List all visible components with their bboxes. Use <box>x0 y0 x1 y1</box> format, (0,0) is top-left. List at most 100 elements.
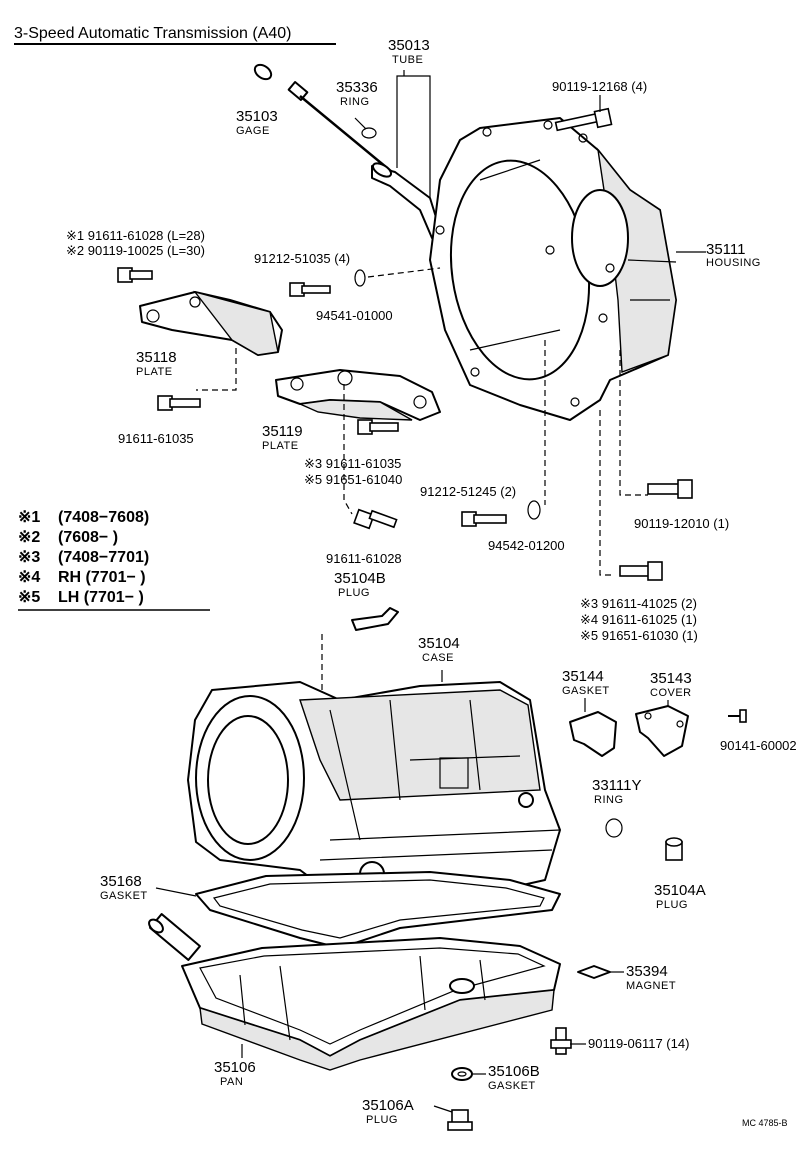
label-number-ring-35336: 35336 <box>336 79 378 96</box>
label-bolt-multi-b-line3: ※5 91651-61030 (1) <box>580 628 698 643</box>
label-name-case: CASE <box>422 652 454 664</box>
plate-35118-dash <box>196 348 237 391</box>
tube-leader <box>396 70 431 198</box>
legend-mark-5: ※5 <box>18 589 40 606</box>
cover-35143 <box>635 705 689 757</box>
label-number-ring-33111Y: 33111Y <box>592 777 642 794</box>
housing-dash-line-3 <box>599 410 612 576</box>
legend-text-4: RH (7701− ) <box>58 569 146 586</box>
bolt-91611-61028-lower <box>353 508 398 530</box>
label-number-magnet: 35394 <box>626 963 668 980</box>
ring-leader <box>354 117 367 130</box>
label-number-gasket-35168: 35168 <box>100 873 142 890</box>
plate-35119 <box>275 369 441 421</box>
label-number-cover-35143: 35143 <box>650 670 692 687</box>
plate-35119-dash <box>343 384 353 515</box>
legend-mark-4: ※4 <box>18 569 40 586</box>
label-name-tube: TUBE <box>392 54 423 66</box>
label-name-gage: GAGE <box>236 125 270 137</box>
plug-35106A <box>447 1109 473 1131</box>
gasket-35168 <box>195 871 561 949</box>
label-bolt-multi-b-line1: ※3 91611-41025 (2) <box>580 596 697 611</box>
label-bolt-multi-b-line2: ※4 91611-61025 (1) <box>580 612 697 627</box>
oil-pan <box>181 937 561 1071</box>
label-number-bolt-06117: 90119-06117 (14) <box>588 1036 689 1051</box>
label-name-gasket-35168: GASKET <box>100 890 148 902</box>
label-number-gage: 35103 <box>236 108 278 125</box>
label-number-bolt-61035: 91611-61035 <box>118 431 194 446</box>
magnet-35394 <box>577 965 611 979</box>
dipstick-gage <box>253 63 393 173</box>
label-number-housing: 35111 <box>706 241 746 258</box>
housing-dash-line-4 <box>619 350 648 496</box>
label-number-bolt-61028-b: 91611-61028 <box>326 551 402 566</box>
label-number-bolt-51035: 91212-51035 (4) <box>254 251 350 266</box>
label-name-housing: HOUSING <box>706 257 761 269</box>
label-name-magnet: MAGNET <box>626 980 676 992</box>
washer-94541-01000 <box>354 269 366 287</box>
label-name-pan: PAN <box>220 1076 243 1088</box>
legend-mark-2: ※2 <box>18 529 40 546</box>
bolt-91611-41025 <box>619 561 663 581</box>
legend-text-1: (7408−7608) <box>58 509 149 526</box>
label-number-bolt-12168: 90119-12168 (4) <box>552 79 647 94</box>
gasket-35106B <box>451 1067 473 1081</box>
label-number-plug-35104A: 35104A <box>654 882 706 899</box>
legend-mark-3: ※3 <box>18 549 40 566</box>
label-bolt-multi-a-line2: ※5 91651-61040 <box>304 472 402 487</box>
label-name-plug-35104A: PLUG <box>656 899 688 911</box>
legend-text-5: LH (7701− ) <box>58 589 144 606</box>
reference-code: MC 4785-B <box>742 1118 788 1128</box>
bolt-90119-12010 <box>647 479 693 499</box>
transmission-case <box>187 681 561 891</box>
bolt-91212-51035 <box>289 282 331 297</box>
label-number-plug-35104B: 35104B <box>334 570 386 587</box>
label-number-pan: 35106 <box>214 1059 256 1076</box>
label-name-plug-35106A: PLUG <box>366 1114 398 1126</box>
legend: ※1 (7408−7608) ※2 (7608− ) ※3 (7408−7701… <box>18 509 210 611</box>
plug-35106A-leader <box>433 1105 453 1113</box>
label-name-ring-33111Y: RING <box>594 794 624 806</box>
label-name-plate-35118: PLATE <box>136 366 173 378</box>
label-bolt-61028-a-line2: ※2 90119-10025 (L=30) <box>66 243 205 258</box>
label-bolt-61028-a-line1: ※1 91611-61028 (L=28) <box>66 228 205 243</box>
label-name-ring-35336: RING <box>340 96 370 108</box>
plate-35118 <box>139 290 283 356</box>
label-number-plate-35119: 35119 <box>262 423 303 440</box>
plug-35104A <box>665 837 683 861</box>
label-number-screw-60002: 90141-60002 <box>720 738 797 753</box>
bolt-91212-51245 <box>461 511 507 527</box>
label-number-plate-35118: 35118 <box>136 349 177 366</box>
label-name-gasket-35144: GASKET <box>562 685 610 697</box>
bolt-91611-61035-multi <box>357 419 399 435</box>
label-number-gasket-35106B: 35106B <box>488 1063 540 1080</box>
label-name-plate-35119: PLATE <box>262 440 299 452</box>
bolt-91611-61028-upper <box>117 267 153 283</box>
label-number-plug-35106A: 35106A <box>362 1097 414 1114</box>
gasket-35144 <box>569 711 617 757</box>
label-number-bolt-51245: 91212-51245 (2) <box>420 484 516 499</box>
bolt-91611-61035 <box>157 395 201 411</box>
housing-dash-line-1 <box>367 267 441 278</box>
label-bolt-multi-a-line1: ※3 91611-61035 <box>304 456 401 471</box>
label-number-tube: 35013 <box>388 37 430 54</box>
plug-35104B <box>351 607 399 631</box>
o-ring-35336 <box>361 127 377 139</box>
gasket-35168-leader <box>155 887 197 897</box>
bolt-90119-12168 <box>554 107 613 132</box>
diagram-title: 3-Speed Automatic Transmission (A40) <box>14 25 291 42</box>
screw-90141-60002 <box>728 709 747 723</box>
bolt-90119-06117 <box>550 1027 572 1055</box>
legend-mark-1: ※1 <box>18 509 40 526</box>
legend-text-2: (7608− ) <box>58 529 118 546</box>
label-number-bolt-12010: 90119-12010 (1) <box>634 516 729 531</box>
washer-94542-01200 <box>527 500 541 520</box>
filler-pipe-stub <box>148 913 201 961</box>
label-name-cover-35143: COVER <box>650 687 692 699</box>
label-name-plug-35104B: PLUG <box>338 587 370 599</box>
label-name-gasket-35106B: GASKET <box>488 1080 536 1092</box>
label-number-gasket-35144: 35144 <box>562 668 604 685</box>
converter-housing <box>429 117 677 421</box>
label-number-washer-01000: 94541-01000 <box>316 308 393 323</box>
